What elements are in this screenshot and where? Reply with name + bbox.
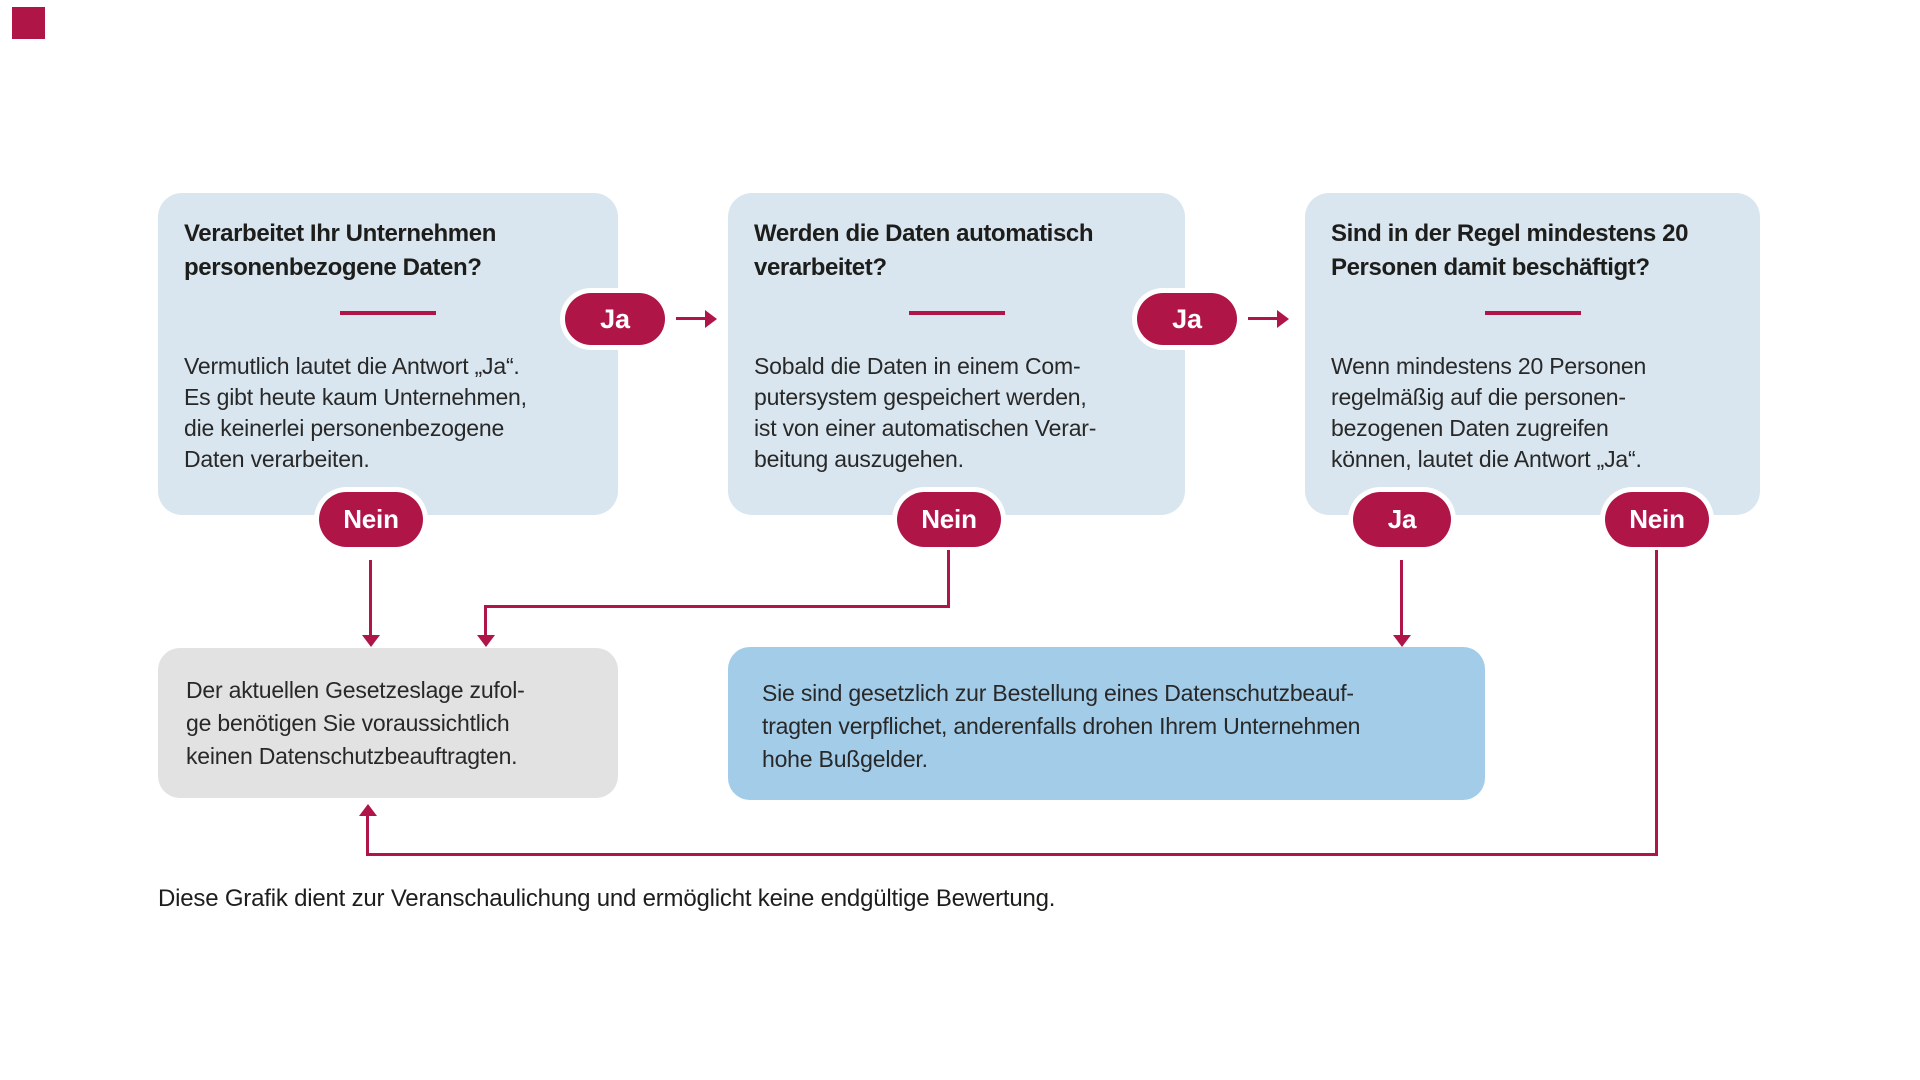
divider-line-2 [908, 311, 1005, 315]
connector-no-1-arrow-down-icon [369, 560, 372, 636]
connector-no-3-arrow-up-icon [366, 815, 369, 853]
divider-line-3 [1484, 311, 1581, 315]
connector-no-2-arrow-down-icon [484, 605, 487, 636]
connector-no-3-vertical [1655, 550, 1658, 856]
red-square-logo-icon [12, 7, 45, 39]
result-box-negative: Der aktuellen Gesetzeslage zufol- ge ben… [158, 648, 618, 798]
question-1-title: Verarbeitet Ihr Unternehmen personenbezo… [184, 220, 496, 281]
divider-line-1 [340, 311, 436, 315]
question-2-body: Sobald die Daten in einem Com- putersyst… [754, 353, 1097, 472]
no-badge-3: Nein [1605, 492, 1709, 547]
question-box-1: Verarbeitet Ihr Unternehmen personenbezo… [158, 193, 618, 515]
no-badge-1: Nein [319, 492, 423, 547]
question-2-title: Werden die Daten automatisch verarbeitet… [754, 220, 1094, 281]
result-box-positive: Sie sind gesetzlich zur Bestellung eines… [728, 647, 1485, 800]
connector-no-2-horizontal [484, 605, 950, 608]
yes-badge-1: Ja [565, 293, 665, 345]
no-badge-2: Nein [897, 492, 1001, 547]
connector-no-3-horizontal [366, 853, 1658, 856]
yes-badge-2: Ja [1137, 293, 1237, 345]
connector-no-2-vertical [947, 550, 950, 608]
arrow-right-icon-1 [676, 317, 706, 320]
question-3-body: Wenn mindestens 20 Personen regelmäßig a… [1331, 353, 1647, 472]
question-box-3: Sind in der Regel mindestens 20 Personen… [1305, 193, 1760, 515]
question-3-title: Sind in der Regel mindestens 20 Personen… [1331, 220, 1689, 281]
question-box-2: Werden die Daten automatisch verarbeitet… [728, 193, 1185, 515]
arrow-right-icon-2 [1248, 317, 1278, 320]
question-1-body: Vermutlich lautet die Antwort „Ja“. Es g… [184, 353, 527, 472]
footnote-text: Diese Grafik dient zur Veranschaulichung… [158, 885, 1056, 912]
connector-yes-3-arrow-down-icon [1400, 560, 1403, 636]
yes-badge-3: Ja [1353, 492, 1451, 547]
